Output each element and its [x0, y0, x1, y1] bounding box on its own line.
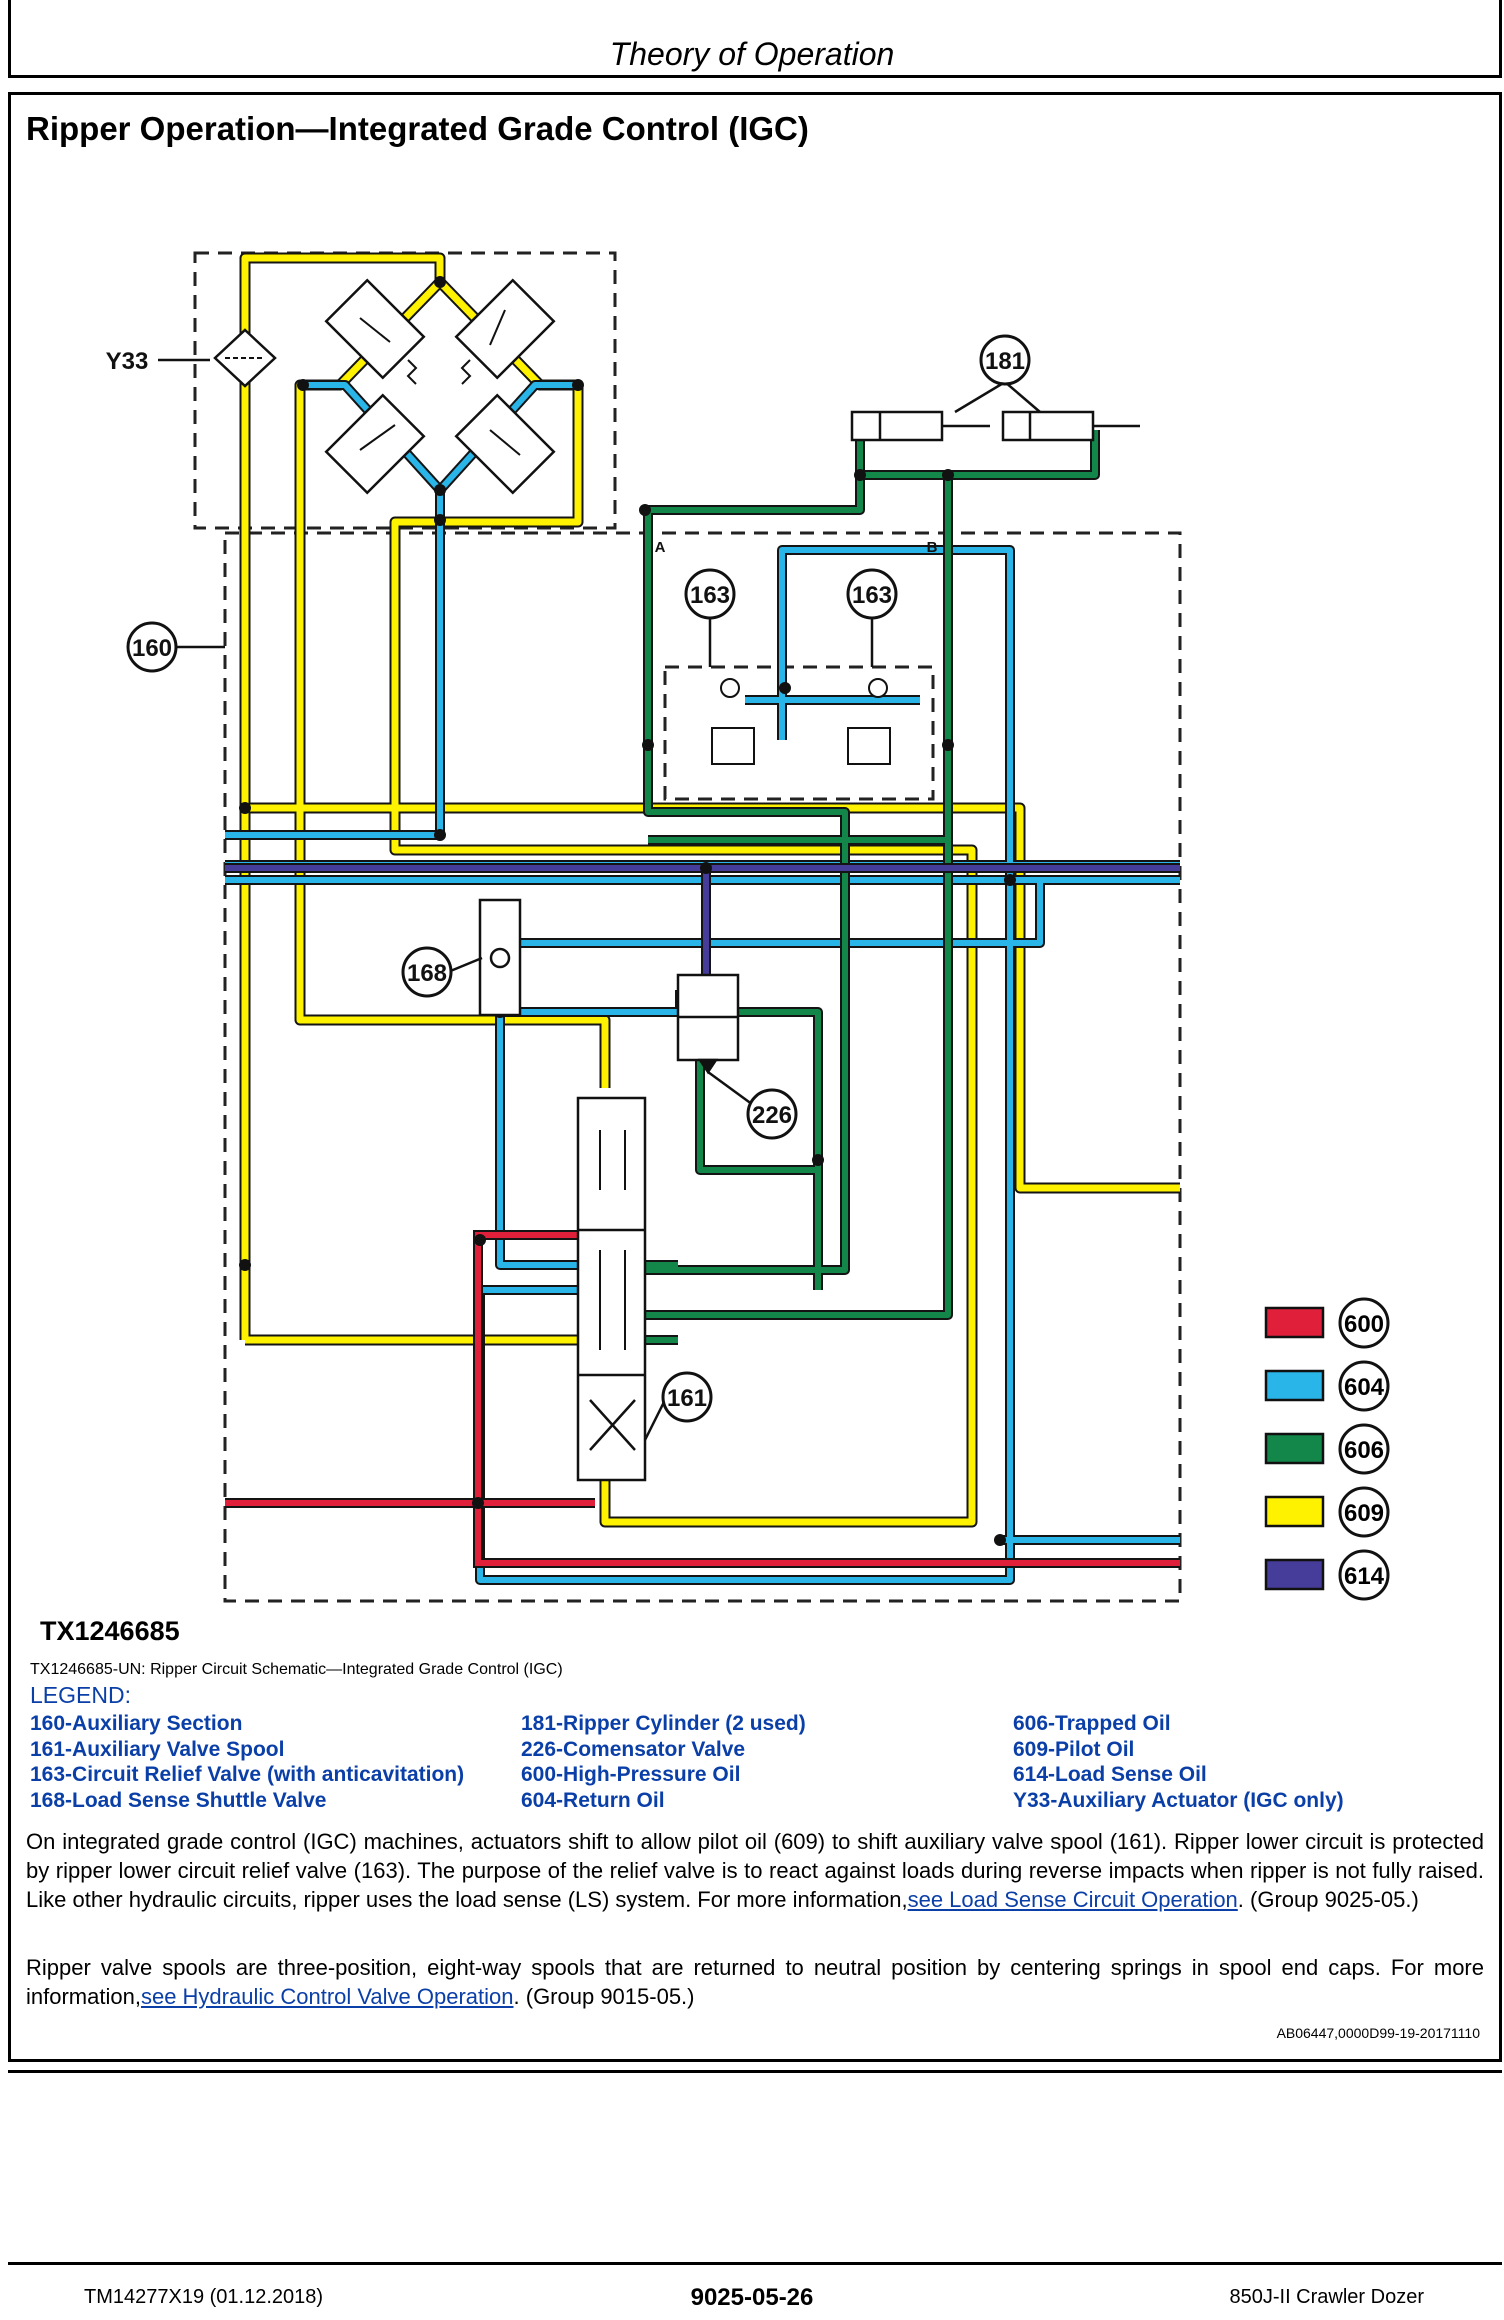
color-swatch-609 — [1264, 1495, 1325, 1528]
relief-valves-boundary — [663, 665, 935, 801]
legend-item: 609-Pilot Oil — [1013, 1737, 1135, 1761]
high-pressure-lines — [225, 1232, 1180, 1566]
color-key-code-600: 600 — [1344, 1311, 1384, 1338]
ripper-circuit-schematic: Y33 160 181 163 163 168 226 161 A B 600 … — [106, 251, 1390, 1603]
hydraulic-control-valve-link[interactable]: see Hydraulic Control Valve Operation — [140, 1984, 514, 2009]
legend-item: 606-Trapped Oil — [1013, 1712, 1171, 1735]
callout-163-b: 163 — [852, 582, 892, 609]
color-swatch-604 — [1264, 1369, 1325, 1402]
header-box — [8, 0, 1502, 78]
legend-item: 614-Load Sense Oil — [1013, 1763, 1207, 1786]
callout-leaders — [158, 358, 1041, 1441]
color-swatch-606 — [1264, 1432, 1325, 1465]
ripper-cylinder-a — [850, 410, 944, 442]
color-key-item-600: 600 — [1264, 1297, 1390, 1349]
color-key-code-609: 609 — [1344, 1500, 1384, 1527]
legend-title: LEGEND: — [30, 1682, 131, 1708]
legend-item: 163-Circuit Relief Valve (with anticavit… — [30, 1763, 465, 1786]
load-sense-circuit-link[interactable]: see Load Sense Circuit Operation — [907, 1887, 1238, 1912]
body-paragraph-2: Ripper valve spools are three-position, … — [26, 1953, 1484, 2011]
shuttle-valve-168-symbol — [478, 898, 522, 1017]
junction-dots — [239, 276, 1016, 1546]
callout-circles — [126, 334, 1031, 1423]
legend-column-1: 160-Auxiliary Section 161-Auxiliary Valv… — [30, 1711, 464, 1813]
relief-valve-symbols — [711, 678, 891, 765]
footer-machine-model: 850J-II Crawler Dozer — [1229, 2286, 1424, 2308]
legend-item: 226-Comensator Valve — [521, 1737, 746, 1761]
legend-item: Y33-Auxiliary Actuator (IGC only) — [1013, 1788, 1344, 1812]
legend-item: 181-Ripper Cylinder (2 used) — [521, 1712, 806, 1735]
trapped-lines — [645, 430, 1098, 1343]
color-swatch-614 — [1264, 1558, 1325, 1591]
y33-actuator-symbol — [213, 278, 556, 495]
auxiliary-spool-161-symbol — [576, 1096, 647, 1482]
paragraph-text: Ripper valve spools are three-position, … — [26, 1955, 1484, 2009]
callout-181: 181 — [985, 348, 1025, 375]
paragraph-text: On integrated grade control (IGC) machin… — [26, 1829, 1484, 1912]
ripper-cylinder-b — [1001, 410, 1095, 442]
color-key-code-614: 614 — [1344, 1563, 1385, 1590]
legend-column-2: 181-Ripper Cylinder (2 used) 226-Comensa… — [521, 1711, 806, 1813]
legend-item: 600-High-Pressure Oil — [521, 1763, 741, 1786]
color-key-item-604: 604 — [1264, 1360, 1390, 1412]
legend-item: 604-Return Oil — [521, 1788, 665, 1812]
port-b-label: B — [927, 539, 938, 556]
color-key-item-606: 606 — [1264, 1423, 1390, 1475]
callout-168: 168 — [407, 960, 447, 987]
document-reference: AB06447,0000D99-19-20171110 — [1276, 2025, 1480, 2041]
page-header-title: Theory of Operation — [609, 36, 895, 72]
section-title: Ripper Operation—Integrated Grade Contro… — [26, 110, 809, 147]
footer-page-number: 9025-05-26 — [690, 2284, 814, 2311]
legend-item: 168-Load Sense Shuttle Valve — [30, 1788, 327, 1812]
color-swatch-600 — [1264, 1306, 1325, 1339]
legend-item: 161-Auxiliary Valve Spool — [30, 1737, 285, 1761]
port-a-label: A — [655, 539, 666, 556]
figure-id: TX1246685 — [40, 1616, 180, 1646]
color-key-item-614: 614 — [1264, 1549, 1390, 1601]
section-bottom-rule — [8, 2070, 1502, 2073]
ripper-cylinders — [850, 410, 1140, 442]
paragraph-tail: . (Group 9025-05.) — [1237, 1887, 1419, 1912]
legend-column-3: 606-Trapped Oil 609-Pilot Oil 614-Load S… — [1013, 1711, 1344, 1813]
compensator-valve-226-symbol — [676, 973, 740, 1075]
color-key-item-609: 609 — [1264, 1486, 1390, 1538]
footer-rule — [8, 2262, 1502, 2265]
color-key-code-604: 604 — [1344, 1374, 1385, 1401]
footer-manual-id: TM14277X19 (01.12.2018) — [84, 2286, 324, 2308]
figure-caption: TX1246685-UN: Ripper Circuit Schematic—I… — [30, 1661, 563, 1678]
callout-226: 226 — [752, 1102, 792, 1129]
legend-item: 160-Auxiliary Section — [30, 1712, 243, 1735]
color-key: 600 604 606 609 614 — [1264, 1297, 1390, 1601]
content-frame — [8, 92, 1502, 2062]
color-key-code-606: 606 — [1344, 1437, 1384, 1464]
paragraph-tail: . (Group 9015-05.) — [513, 1984, 695, 2009]
callout-163-a: 163 — [690, 582, 730, 609]
callout-161: 161 — [667, 1385, 707, 1412]
callout-y33: Y33 — [106, 348, 149, 375]
callout-160: 160 — [132, 635, 172, 662]
body-paragraph-1: On integrated grade control (IGC) machin… — [26, 1827, 1484, 1914]
